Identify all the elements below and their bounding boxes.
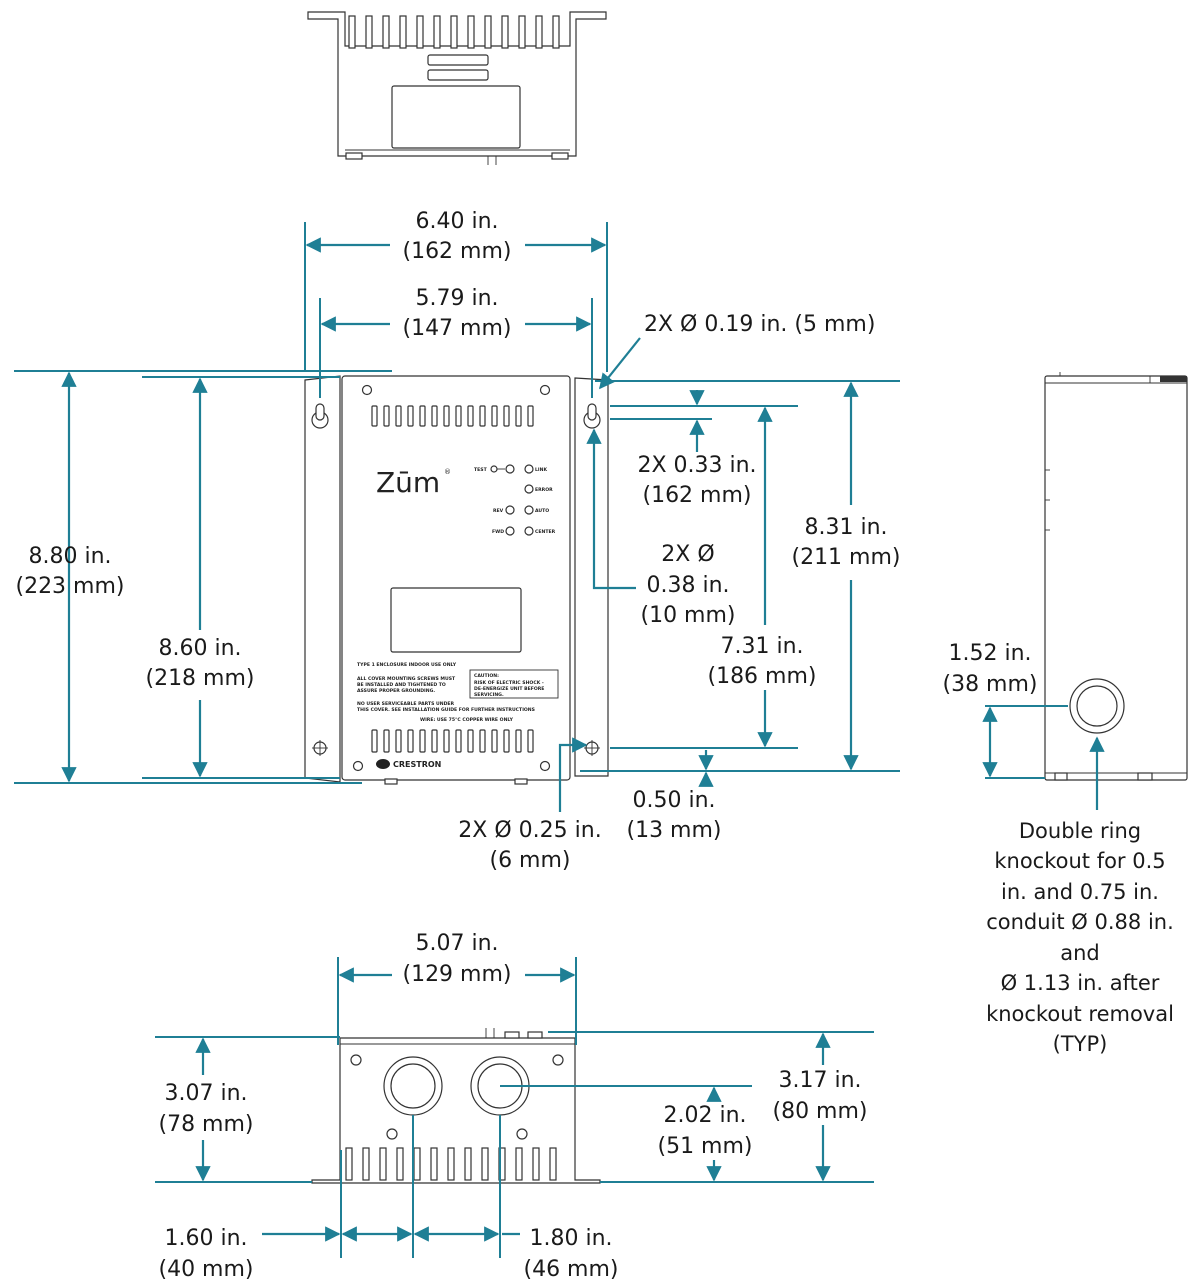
svg-text:Double ring: Double ring [1019, 819, 1141, 843]
led-link [524, 464, 534, 474]
width-overall-inch: 6.40 in. [415, 209, 498, 234]
led-label-center: CENTER [535, 529, 556, 535]
bottom-dimension-text: 5.07 in. (129 mm) 3.07 in. (78 mm) 3.17 … [158, 931, 867, 1282]
top-view [307, 11, 607, 165]
side-dimension-lines [982, 705, 1105, 810]
led-label-auto: AUTO [535, 508, 549, 514]
keyhole-slot-left [311, 403, 329, 429]
width-overall-mm: (162 mm) [402, 239, 511, 264]
svg-text:ASSURE PROPER GROUNDING.: ASSURE PROPER GROUNDING. [357, 688, 435, 694]
svg-text:in. and 0.75 in.: in. and 0.75 in. [1001, 880, 1159, 904]
vents-top [371, 405, 534, 427]
height-overall-mm: (223 mm) [15, 574, 124, 599]
warning-label: TYPE 1 ENCLOSURE INDOOR USE ONLY ALL COV… [357, 662, 559, 723]
hole-dia-line3: (10 mm) [640, 603, 735, 628]
front-view: Zūm ® TEST LINK ERROR REV AUTO FWD CENTE… [304, 375, 609, 785]
top-view-fins [348, 15, 560, 49]
depth-right-mm: (80 mm) [772, 1099, 867, 1124]
hole-spacing-inch: 7.31 in. [720, 634, 803, 659]
vents-bottom [371, 729, 534, 753]
slot-offset-inch: 2X 0.33 in. [637, 453, 756, 478]
height-right-inch: 8.31 in. [804, 515, 887, 540]
svg-text:conduit Ø 0.88 in.: conduit Ø 0.88 in. [986, 910, 1174, 934]
knockout-center-inch: 2.02 in. [663, 1103, 746, 1128]
crestron-logo: CRESTRON [376, 759, 441, 769]
bottom-width-inch: 5.07 in. [415, 931, 498, 956]
mount-hole-left [312, 740, 328, 756]
svg-text:SERVICING.: SERVICING. [474, 692, 504, 698]
led-error [524, 484, 534, 494]
depth-left-mm: (78 mm) [158, 1112, 253, 1137]
side-knockout-inch: 1.52 in. [948, 641, 1031, 666]
svg-text:knockout for 0.5: knockout for 0.5 [994, 849, 1165, 873]
svg-text:CAUTION:: CAUTION: [474, 673, 499, 679]
height-right-mm: (211 mm) [791, 545, 900, 570]
height-body-mm: (218 mm) [145, 666, 254, 691]
height-body-inch: 8.60 in. [158, 636, 241, 661]
svg-text:THIS COVER. SEE INSTALLATION G: THIS COVER. SEE INSTALLATION GUIDE FOR F… [357, 707, 535, 713]
led-test [490, 465, 498, 473]
led-test-2 [505, 464, 515, 474]
front-dimension-text: 6.40 in. (162 mm) 5.79 in. (147 mm) 2X Ø… [15, 209, 900, 873]
svg-text:BE INSTALLED AND TIGHTENED TO: BE INSTALLED AND TIGHTENED TO [357, 682, 446, 688]
side-knockout-mm: (38 mm) [942, 672, 1037, 697]
bottom-width-mm: (129 mm) [402, 962, 511, 987]
depth-left-inch: 3.07 in. [164, 1081, 247, 1106]
led-fwd [505, 526, 515, 536]
registered-mark: ® [444, 468, 451, 476]
knockout-center-mm: (51 mm) [657, 1134, 752, 1159]
svg-text:and: and [1060, 941, 1100, 965]
led-label-test: TEST [474, 467, 488, 473]
hole-dia-line2: 0.38 in. [646, 573, 729, 598]
front-dimension-lines [14, 222, 900, 812]
slot-diameter: 2X Ø 0.19 in. (5 mm) [644, 312, 875, 337]
led-label-fwd: FWD [492, 529, 504, 535]
svg-text:(TYP): (TYP) [1053, 1032, 1108, 1056]
side-knockout [1069, 678, 1125, 734]
side-dimension-text: 1.52 in. (38 mm) Double ring knockout fo… [942, 641, 1173, 1056]
svg-text:WIRE: USE 75°C COPPER WIRE ONL: WIRE: USE 75°C COPPER WIRE ONLY [420, 717, 514, 723]
width-mount-inch: 5.79 in. [415, 286, 498, 311]
bottom-view [311, 1028, 601, 1184]
svg-text:Ø 1.13 in. after: Ø 1.13 in. after [1001, 971, 1160, 995]
led-center [524, 526, 534, 536]
knockout-1-mm: (40 mm) [158, 1257, 253, 1282]
cover-screws [352, 384, 551, 772]
maker-name: CRESTRON [393, 760, 441, 769]
bottom-view-fins [345, 1147, 557, 1181]
side-view [1044, 372, 1188, 781]
depth-right-inch: 3.17 in. [778, 1068, 861, 1093]
svg-text:TYPE 1 ENCLOSURE INDOOR USE ON: TYPE 1 ENCLOSURE INDOOR USE ONLY [357, 662, 457, 668]
bottom-hole-mm: (6 mm) [489, 848, 570, 873]
led-label-error: ERROR [535, 487, 553, 493]
bottom-dimension-lines [155, 957, 874, 1258]
knockout-note: Double ring knockout for 0.5 in. and 0.7… [986, 819, 1174, 1056]
knockout-1-inch: 1.60 in. [164, 1226, 247, 1251]
height-overall-inch: 8.80 in. [28, 544, 111, 569]
led-auto [524, 505, 534, 515]
hole-spacing-mm: (186 mm) [707, 664, 816, 689]
led-label-link: LINK [535, 467, 547, 473]
display-window [390, 587, 522, 653]
svg-text:knockout removal: knockout removal [986, 1002, 1174, 1026]
slot-offset-mm: (162 mm) [642, 483, 751, 508]
brand-logo: Zūm [376, 466, 440, 499]
bottom-offset-inch: 0.50 in. [632, 788, 715, 813]
bottom-knockout-1 [383, 1056, 443, 1116]
hole-dia-line1: 2X Ø [661, 542, 714, 567]
svg-text:DE-ENERGIZE UNIT BEFORE: DE-ENERGIZE UNIT BEFORE [474, 686, 544, 692]
led-panel: TEST LINK ERROR REV AUTO FWD CENTER [474, 464, 556, 536]
knockout-2-inch: 1.80 in. [529, 1226, 612, 1251]
led-rev [505, 505, 515, 515]
knockout-2-mm: (46 mm) [523, 1257, 618, 1282]
led-label-rev: REV [493, 508, 504, 514]
bottom-offset-mm: (13 mm) [626, 818, 721, 843]
svg-text:RISK OF ELECTRIC SHOCK -: RISK OF ELECTRIC SHOCK - [474, 680, 544, 686]
width-mount-mm: (147 mm) [402, 316, 511, 341]
svg-text:NO USER SERVICEABLE PARTS UNDE: NO USER SERVICEABLE PARTS UNDER [357, 701, 455, 707]
bottom-hole-inch: 2X Ø 0.25 in. [458, 818, 601, 843]
svg-text:ALL COVER MOUNTING SCREWS MUST: ALL COVER MOUNTING SCREWS MUST [357, 676, 456, 682]
keyhole-slot-right [583, 403, 601, 429]
